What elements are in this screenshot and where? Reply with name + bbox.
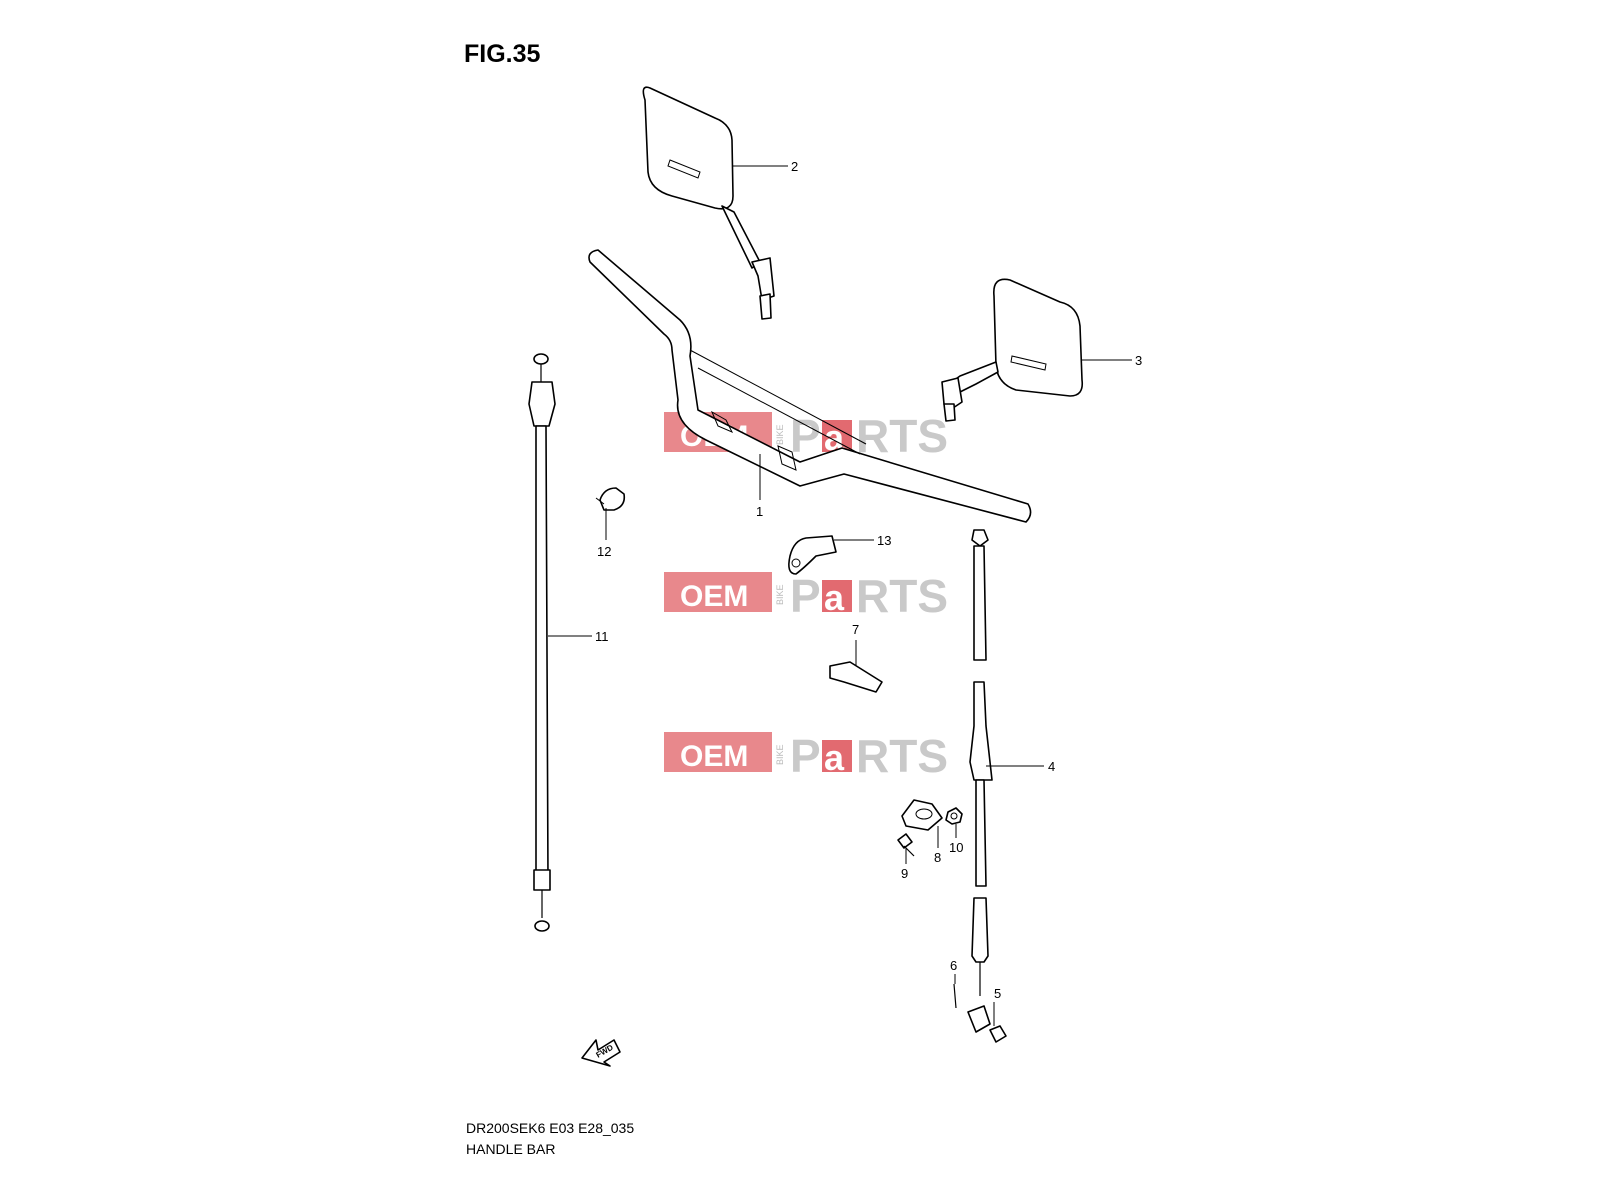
part-9-screw[interactable] — [897, 833, 915, 857]
callout-7: 7 — [852, 622, 859, 637]
part-1-handlebar[interactable] — [588, 249, 1032, 523]
callout-6: 6 — [950, 958, 957, 973]
callout-10: 10 — [949, 840, 963, 855]
part-13-bracket[interactable] — [788, 535, 837, 575]
part-4-throttle-cable[interactable] — [969, 529, 993, 996]
model-code: DR200SEK6 E03 E28_035 — [466, 1120, 635, 1136]
svg-text:a: a — [824, 737, 845, 778]
part-11-cable[interactable] — [528, 353, 556, 932]
svg-text:a: a — [824, 417, 845, 458]
svg-text:OEM: OEM — [680, 740, 748, 773]
callout-11: 11 — [595, 629, 609, 644]
svg-text:BIKE: BIKE — [775, 424, 785, 445]
callout-9: 9 — [901, 866, 908, 881]
callout-13: 13 — [877, 533, 891, 548]
watermark-3: OEM BIKE P a RTS — [664, 730, 948, 782]
svg-text:P: P — [790, 410, 821, 462]
callout-3: 3 — [1135, 353, 1142, 368]
callout-5: 5 — [994, 986, 1001, 1001]
part-10-nut[interactable] — [945, 807, 963, 825]
part-7-clip[interactable] — [829, 661, 883, 693]
svg-text:RTS: RTS — [856, 570, 948, 622]
svg-text:BIKE: BIKE — [775, 744, 785, 765]
part-8-band-clamp[interactable] — [901, 799, 943, 831]
watermark-2: OEM BIKE P a RTS — [664, 570, 948, 622]
section-name: HANDLE BAR — [466, 1141, 556, 1157]
svg-text:P: P — [790, 730, 821, 782]
svg-text:BIKE: BIKE — [775, 584, 785, 605]
fwd-arrow-icon: FWD — [581, 1039, 621, 1067]
part-12-clamp[interactable] — [595, 487, 626, 511]
callout-2: 2 — [791, 159, 798, 174]
part-6-pin[interactable] — [953, 983, 957, 1009]
svg-text:RTS: RTS — [856, 730, 948, 782]
svg-text:RTS: RTS — [856, 410, 948, 462]
part-5-adjuster[interactable] — [967, 1005, 1007, 1043]
svg-text:P: P — [790, 570, 821, 622]
figure-title: FIG.35 — [464, 40, 541, 68]
callout-4: 4 — [1048, 759, 1055, 774]
svg-text:OEM: OEM — [680, 580, 748, 613]
part-2-left-mirror[interactable] — [642, 86, 775, 320]
callout-12: 12 — [597, 544, 611, 559]
part-3-right-mirror[interactable] — [941, 278, 1084, 422]
callout-1: 1 — [756, 504, 763, 519]
leader-lines — [548, 165, 1132, 1026]
svg-text:a: a — [824, 577, 845, 618]
callout-8: 8 — [934, 850, 941, 865]
